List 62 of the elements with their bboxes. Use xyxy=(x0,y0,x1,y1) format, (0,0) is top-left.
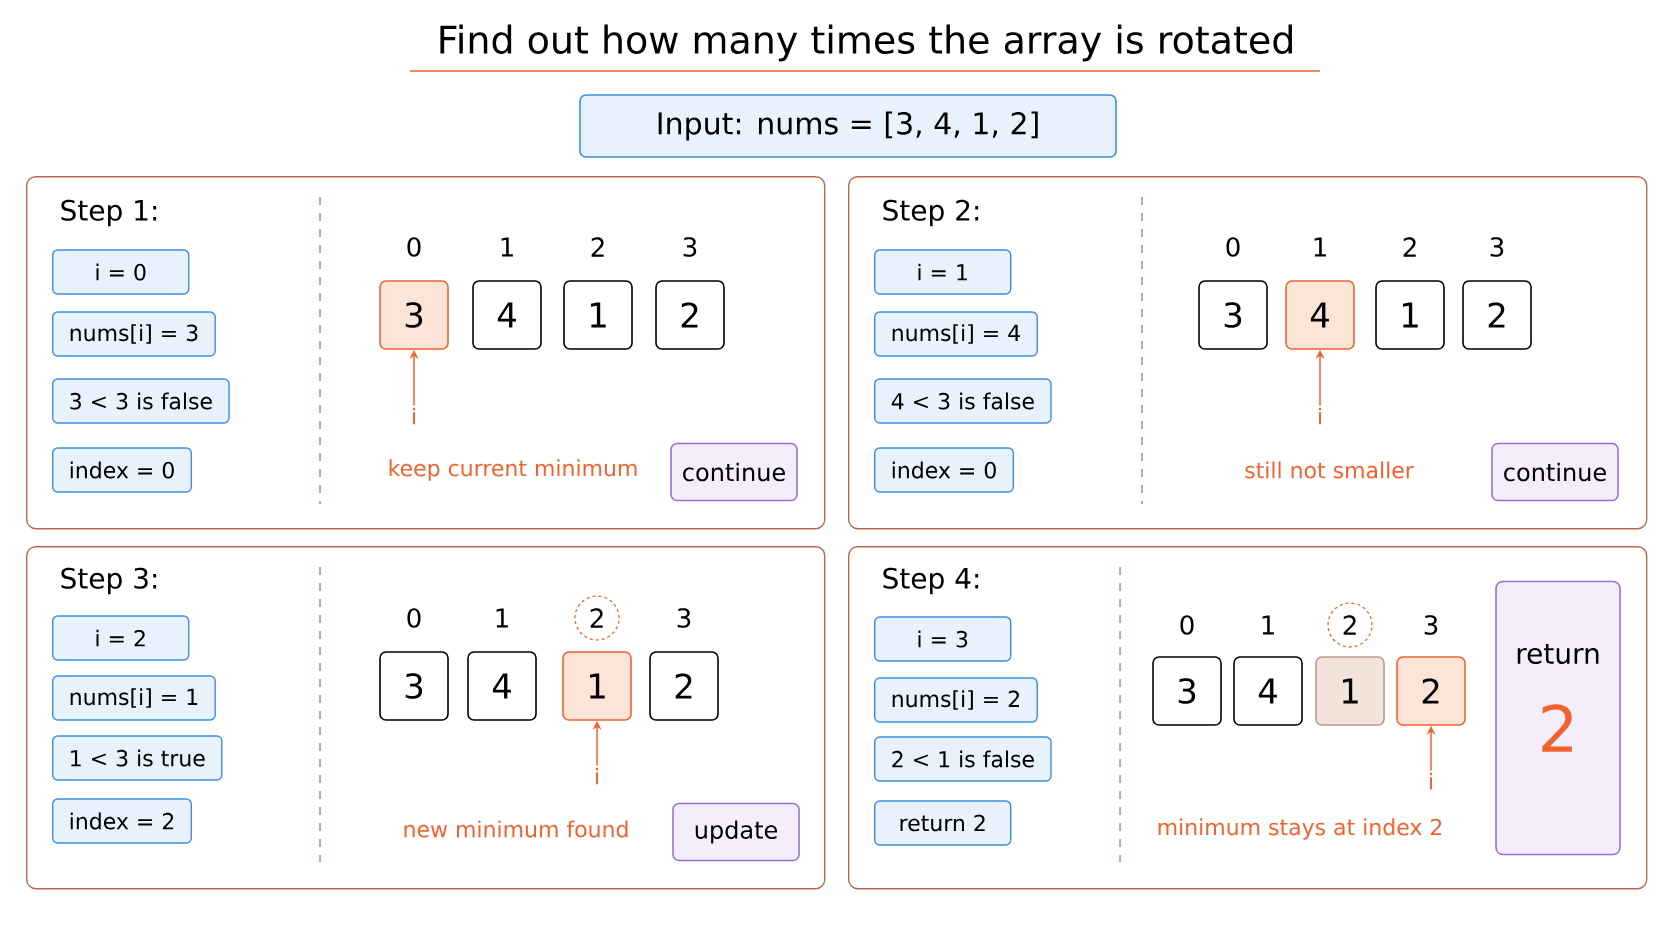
index-label: 0 xyxy=(407,608,421,628)
variable-box: 1 < 3 is true xyxy=(52,735,223,781)
action-button: continue xyxy=(670,442,798,502)
variable-box: nums[i] = 1 xyxy=(52,675,216,721)
circled-index: 2 xyxy=(574,595,620,641)
variable-box: nums[i] = 4 xyxy=(874,311,1038,357)
array-cell: 1 xyxy=(1315,656,1385,726)
circled-index: 2 xyxy=(1327,602,1373,648)
variable-box: nums[i] = 3 xyxy=(52,311,216,357)
input-box: Input: nums = [3, 4, 1, 2] xyxy=(579,94,1117,158)
variable-box: i = 3 xyxy=(874,616,1012,662)
index-label: 3 xyxy=(1424,615,1438,635)
array-cell: 3 xyxy=(1198,280,1268,350)
array-cell: 3 xyxy=(379,280,449,350)
index-label: 3 xyxy=(683,237,697,257)
array-cell: 2 xyxy=(1396,656,1466,726)
variable-box: return 2 xyxy=(874,800,1012,846)
array-cell: 4 xyxy=(1233,656,1303,726)
index-label: 1 xyxy=(496,608,508,628)
variable-box: index = 0 xyxy=(52,447,192,493)
variable-box: nums[i] = 2 xyxy=(874,677,1038,723)
index-label: 3 xyxy=(1490,237,1504,257)
index-label: 1 xyxy=(501,237,513,257)
variable-box: 2 < 1 is false xyxy=(874,736,1052,782)
return-box: return 2 xyxy=(1495,580,1621,856)
index-label: 0 xyxy=(1180,615,1194,635)
note: minimum stays at index 2 xyxy=(1158,818,1442,840)
title: Find out how many times the array is rotated xyxy=(440,24,1292,62)
array-cell: 4 xyxy=(467,651,537,721)
note: keep current minimum xyxy=(389,459,637,481)
note: still not smaller xyxy=(1245,461,1414,479)
pointer-label: i xyxy=(413,407,415,425)
pointer-label: i xyxy=(1319,407,1321,425)
pointer-label: i xyxy=(1430,772,1432,790)
array-cell: 2 xyxy=(655,280,725,350)
array-cell: 2 xyxy=(1462,280,1532,350)
index-label: 2 xyxy=(591,237,604,257)
pointer-label: i xyxy=(596,767,598,785)
index-label: 1 xyxy=(1262,615,1274,635)
variable-box: 3 < 3 is false xyxy=(52,378,230,424)
array-cell: 4 xyxy=(1285,280,1355,350)
variable-box: 4 < 3 is false xyxy=(874,378,1052,424)
variable-box: index = 0 xyxy=(874,447,1015,493)
array-cell: 1 xyxy=(1375,280,1445,350)
variable-box: i = 1 xyxy=(874,249,1012,295)
array-cell: 3 xyxy=(379,651,449,721)
array-cell: 2 xyxy=(649,651,719,721)
variable-box: i = 2 xyxy=(52,615,190,661)
array-cell: 1 xyxy=(563,280,633,350)
action-button: continue xyxy=(1491,442,1619,502)
variable-box: i = 0 xyxy=(52,249,190,295)
index-label: 0 xyxy=(1226,237,1240,257)
array-cell: 3 xyxy=(1152,656,1222,726)
variable-box: index = 2 xyxy=(52,798,192,844)
index-label: 1 xyxy=(1314,237,1326,257)
array-cell: 1 xyxy=(562,651,632,721)
note: new minimum found xyxy=(404,820,628,838)
index-label: 3 xyxy=(677,608,691,628)
index-label: 2 xyxy=(1403,237,1416,257)
action-button: update xyxy=(672,802,800,862)
index-label: 0 xyxy=(407,237,421,257)
array-cell: 4 xyxy=(472,280,542,350)
